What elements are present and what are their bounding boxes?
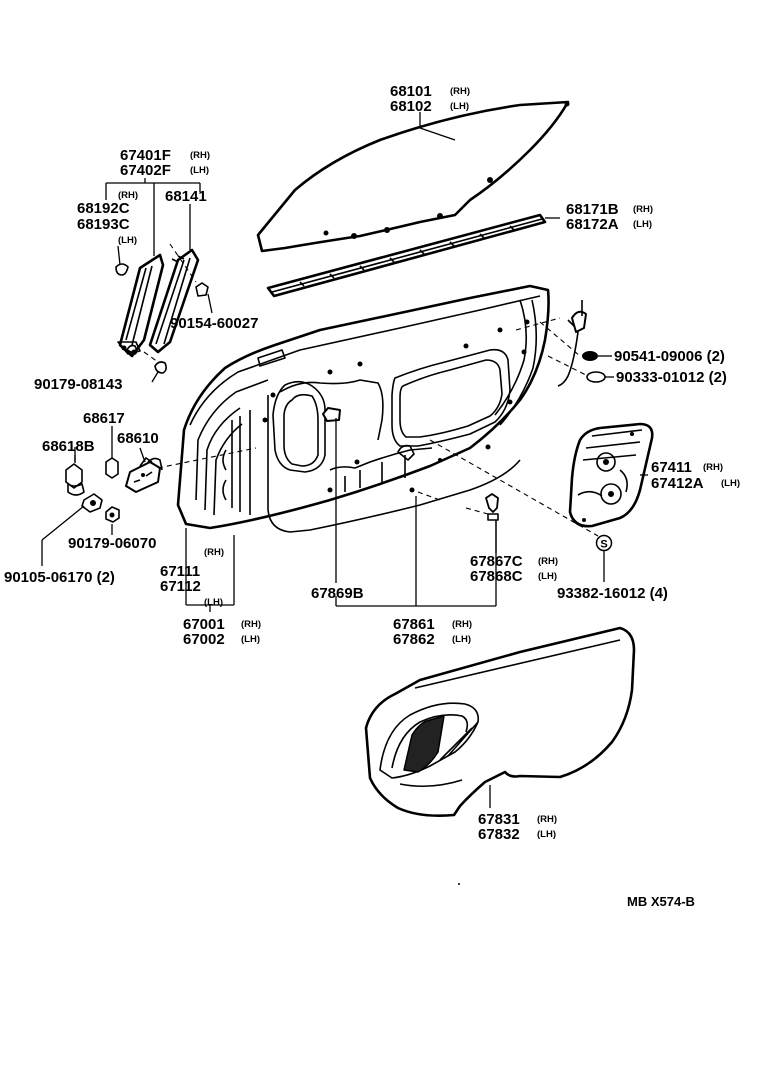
label-90154: 90154-60027	[170, 315, 258, 332]
label-68101-side: (RH)	[450, 86, 470, 97]
door-panel	[176, 284, 550, 533]
label-90179-08143: 90179-08143	[34, 376, 122, 393]
part-labels: 68101 (RH) 68102 (LH) 67401F (RH) 67402F…	[4, 83, 740, 909]
label-67867C-side: (RH)	[538, 556, 558, 567]
label-67867C: 67867C	[470, 553, 523, 570]
screw-symbol: S	[595, 534, 613, 552]
bolt-90105	[81, 493, 103, 513]
outside-handle-rod	[557, 300, 587, 387]
label-68141: 68141	[165, 188, 207, 205]
nut-90179-06070	[105, 506, 120, 523]
label-67411: 67411	[651, 459, 692, 476]
label-68171B: 68171B	[566, 201, 619, 218]
label-68102: 68102	[390, 98, 432, 115]
clip-67867C	[485, 493, 499, 521]
label-67002-side: (LH)	[241, 634, 260, 645]
label-67001: 67001	[183, 616, 225, 633]
label-68101: 68101	[390, 83, 432, 100]
label-67869B: 67869B	[311, 585, 364, 602]
screw-symbol-letter: S	[600, 539, 607, 551]
label-67861: 67861	[393, 616, 435, 633]
label-90541: 90541-09006 (2)	[614, 348, 725, 365]
label-68192C-side: (RH)	[118, 190, 138, 201]
label-68172A-side: (LH)	[633, 219, 652, 230]
label-67831-side: (RH)	[537, 814, 557, 825]
door-glass	[256, 100, 570, 253]
label-68192C: 68192C	[77, 200, 130, 217]
label-93382: 93382-16012 (4)	[557, 585, 668, 602]
label-67402F: 67402F	[120, 162, 171, 179]
label-68172A: 68172A	[566, 216, 619, 233]
label-67111-side: (RH)	[204, 547, 224, 558]
leader-lines	[41, 112, 648, 808]
label-68610: 68610	[117, 430, 159, 447]
clip-90541	[582, 351, 598, 361]
door-trim-panel	[364, 626, 636, 817]
plug-67869B	[322, 407, 341, 422]
diagram-reference-code: MB X574-B	[627, 894, 695, 909]
label-67861-side: (RH)	[452, 619, 472, 630]
label-68618B: 68618B	[42, 438, 95, 455]
label-90105: 90105-06170 (2)	[4, 569, 115, 586]
label-90333: 90333-01012 (2)	[616, 369, 727, 386]
label-67411-side: (RH)	[703, 462, 723, 473]
label-67401F: 67401F	[120, 147, 171, 164]
label-67112: 67112	[160, 578, 201, 595]
label-68617: 68617	[83, 410, 125, 427]
label-67862-side: (LH)	[452, 634, 471, 645]
clip-90333	[586, 371, 606, 383]
label-68102-side: (LH)	[450, 101, 469, 112]
label-67832: 67832	[478, 826, 520, 843]
label-67862: 67862	[393, 631, 435, 648]
fastener-68617	[105, 440, 119, 479]
label-67112-side: (LH)	[204, 597, 223, 608]
label-67001-side: (RH)	[241, 619, 261, 630]
label-68171B-side: (RH)	[633, 204, 653, 215]
window-regulator	[568, 422, 654, 528]
stray-dot	[458, 883, 460, 885]
label-90179-06070: 90179-06070	[68, 535, 156, 552]
label-68193C-side: (LH)	[118, 235, 137, 246]
label-67868C: 67868C	[470, 568, 523, 585]
label-68193C: 68193C	[77, 216, 130, 233]
label-67002: 67002	[183, 631, 225, 648]
label-67832-side: (LH)	[537, 829, 556, 840]
label-67111: 67111	[160, 563, 200, 580]
belt-moulding-strip	[266, 213, 547, 298]
run-channel-rear	[115, 253, 165, 358]
label-67402F-side: (LH)	[190, 165, 209, 176]
label-67401F-side: (RH)	[190, 150, 210, 161]
dashed-guide-lines	[143, 243, 599, 537]
label-67412A: 67412A	[651, 475, 704, 492]
label-67412A-side: (LH)	[721, 478, 740, 489]
label-67831: 67831	[478, 811, 520, 828]
label-67868C-side: (LH)	[538, 571, 557, 582]
door-check-hinge	[125, 457, 163, 493]
run-channel-front	[148, 248, 209, 374]
